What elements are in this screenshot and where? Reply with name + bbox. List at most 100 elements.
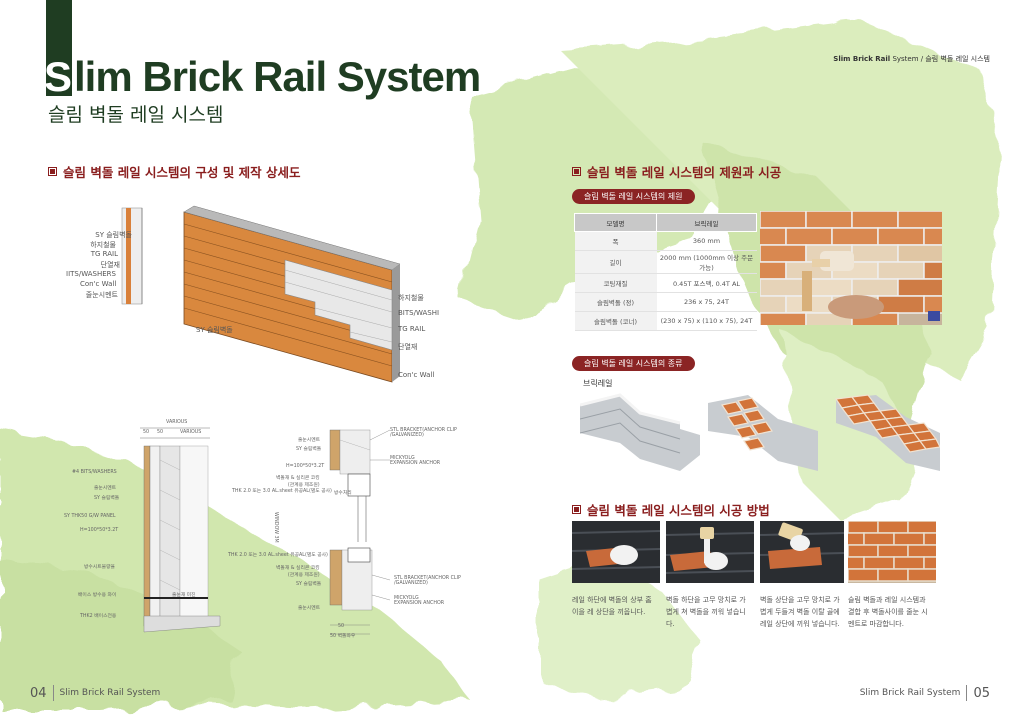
- mid-label-brick-top: SY 슬림벽돌: [296, 447, 322, 452]
- footer-divider: [966, 685, 968, 701]
- step-text-1: 레일 하단에 벽돌의 상부 홈이을 레 상단을 끼웁니다.: [572, 596, 652, 616]
- page-number-right: 05: [973, 685, 990, 701]
- right-section2-title: 슬림 벽돌 레일 시스템의 시공 방법: [587, 503, 770, 518]
- iso-label-right-2: TG RAIL: [398, 325, 426, 333]
- title-accent-bar: [46, 0, 72, 96]
- wall-section-detail: [140, 427, 221, 633]
- mid-label-joint-bottom: 줄눈시멘트: [298, 606, 321, 611]
- spec-value: (230 x 75) x (110 x 75), 24T: [656, 311, 757, 331]
- spec-key: 길이: [574, 250, 657, 274]
- detail-label-brick: SY 슬림벽돌: [94, 496, 120, 501]
- right-section1-title: 슬림 벽돌 레일 시스템의 제원과 시공: [587, 165, 782, 180]
- spec-key: 슬림벽돌 (정): [574, 292, 657, 312]
- spec-key: 코팅재질: [574, 273, 657, 293]
- iso-label-left-2: TG RAIL: [90, 250, 118, 258]
- rail-types-images: [580, 393, 940, 471]
- isometric-wall-drawing: [121, 205, 401, 383]
- bullet-square-icon: [48, 167, 57, 176]
- spec-key: 슬림벽돌 (코너): [574, 311, 657, 331]
- detail-label-thk2: THK2 배이스전용: [80, 614, 117, 619]
- detail-label-various-top: VARIOUS: [166, 420, 188, 425]
- spec-value: 360 mm: [656, 231, 757, 251]
- detail-label-waterproof: 방수시트불량율: [84, 565, 115, 570]
- mid-label-waterproof: 방수처리: [334, 491, 352, 496]
- mid-dim-brick-lr: 50 벽돌좌우: [330, 634, 356, 639]
- window-section-detail: [329, 429, 391, 635]
- iso-label-left-0: SY 슬림벽돌: [95, 231, 132, 239]
- detail-dim-50a: 50: [143, 430, 150, 435]
- mid-dim-50: 50: [338, 624, 345, 629]
- top-right-label: Slim Brick Rail System / 슬림 벽돌 레일 시스템: [833, 55, 990, 63]
- types-label: 브릭레일: [583, 379, 613, 388]
- left-section-heading: 슬림 벽돌 레일 시스템의 구성 및 제작 상세도: [48, 162, 300, 181]
- step-text-3: 벽돌 상단을 고무 망치로 가볍게 두들겨 벽돌 이탈 골에 레일 상단에 끼워…: [760, 596, 840, 628]
- left-section-title: 슬림 벽돌 레일 시스템의 구성 및 제작 상세도: [63, 165, 301, 180]
- detail-label-base: 배이스 방수용 와이: [78, 593, 117, 598]
- spec-key: 폭: [574, 231, 657, 251]
- title-initial: S: [44, 53, 73, 100]
- spec-value: 2000 mm (1000mm 이상 주문가능): [656, 250, 757, 274]
- detail-label-h100: H=100*50*3.2T: [80, 528, 119, 533]
- types-pill: 슬림 벽돌 레일 시스템의 종류: [572, 356, 695, 371]
- detail-label-bits: #4 BITS/WASHERS: [72, 470, 117, 475]
- right-label-anchor-bottom: MICKYOLG EXPANSION ANCHOR: [394, 596, 445, 606]
- spec-header-model: 모델명: [574, 213, 657, 232]
- bullet-square-icon: [572, 505, 581, 514]
- iso-label-right-0: 하지철물: [398, 294, 424, 302]
- table-row: 슬림벽돌 (정)236 x 75, 24T: [574, 292, 757, 312]
- page-subtitle: 슬림 벽돌 레일 시스템: [48, 104, 224, 126]
- table-row: 슬림벽돌 (코너)(230 x 75) x (110 x 75), 24T: [574, 311, 757, 331]
- iso-label-left-6: 줄눈시멘트: [85, 291, 118, 299]
- iso-label-right-3: 단열재: [398, 343, 418, 351]
- mid-label-joint-top: 줄눈시멘트: [298, 438, 321, 443]
- right-label-anchor-top: MICKYOLG EXPANSION ANCHOR: [390, 456, 441, 466]
- right-section1-heading: 슬림 벽돌 레일 시스템의 제원과 시공: [572, 162, 781, 181]
- spec-table-header: 모델명 브릭레일: [574, 213, 757, 232]
- detail-label-joint-finish: 줄눈재 미진: [172, 593, 196, 598]
- step-photo-3: [760, 521, 844, 583]
- mid-label-brick-bottom: SY 슬림벽돌: [296, 582, 322, 587]
- bullet-square-icon: [572, 167, 581, 176]
- iso-label-left-3: 단열재: [100, 261, 120, 269]
- iso-label-left-1: 하지철물: [90, 241, 116, 249]
- right-section2-heading: 슬림 벽돌 레일 시스템의 시공 방법: [572, 500, 770, 519]
- detail-label-various: VARIOUS: [180, 430, 202, 435]
- page-number-left: 04: [30, 685, 47, 701]
- rail-with-bricks: [708, 395, 818, 471]
- brick-installation-photo: [760, 211, 942, 325]
- mid-label-window: WINDOW 3M: [273, 512, 278, 543]
- spec-value: 236 x 75, 24T: [656, 292, 757, 312]
- iso-label-right-1: BITS/WASHI: [398, 309, 440, 317]
- right-label-bracket-top: STL BRACKET(ANCHOR CLIP /GALVANIZED): [390, 428, 457, 438]
- step-text-2: 벽돌 하단을 고무 망치로 가볍게 쳐 벽돌을 끼워 넣습니다.: [666, 596, 746, 628]
- mid-label-sheet-bottom: THK 2.0 또는 3.0 AL.sheet 유공AL(별도 공사): [228, 553, 328, 558]
- footer-left-text: Slim Brick Rail System: [59, 688, 161, 698]
- mid-label-h100: H=100*50*3.2T: [286, 464, 325, 469]
- mid-label-sheet-top: THK 2.0 또는 3.0 AL.sheet 유공AL(별도 공사): [232, 489, 332, 494]
- spec-value: 0.45T 포스맥, 0.4T AL: [656, 273, 757, 293]
- mid-label-seal-top: 벽돌재 & 실리콘 코킹 (관계용 제조원): [276, 476, 320, 488]
- page-title: lim Brick Rail System: [74, 53, 481, 100]
- footer-right: Slim Brick Rail System 05: [860, 685, 990, 701]
- step-photo-2: [666, 521, 754, 583]
- right-label-bracket-bottom: STL BRACKET(ANCHOR CLIP /GALVANIZED): [394, 576, 461, 586]
- detail-label-gw: SY THK50 G/W PANEL: [64, 514, 116, 519]
- footer-divider: [52, 685, 54, 701]
- footer-left: 04 Slim Brick Rail System: [30, 685, 160, 701]
- step-photo-1: [572, 521, 660, 583]
- iso-label-bottom: SY 슬림벽돌: [196, 326, 233, 334]
- iso-label-left-5: Con'c Wall: [80, 280, 117, 288]
- detail-label-joint: 줄눈시멘트: [94, 486, 117, 491]
- iso-label-left-4: IITS/WASHERS: [66, 270, 116, 278]
- rail-full-bricks: [834, 394, 940, 471]
- detail-dim-50b: 50: [157, 430, 164, 435]
- mid-label-seal-bottom: 벽돌재 & 실리콘 코킹 (관계용 제조원): [276, 566, 320, 578]
- step-photo-4: [848, 521, 936, 583]
- iso-label-right-4: Con'c Wall: [398, 371, 435, 379]
- spec-header-rail: 브릭레일: [656, 213, 757, 232]
- spec-pill: 슬림 벽돌 레일 시스템의 제원: [572, 189, 695, 204]
